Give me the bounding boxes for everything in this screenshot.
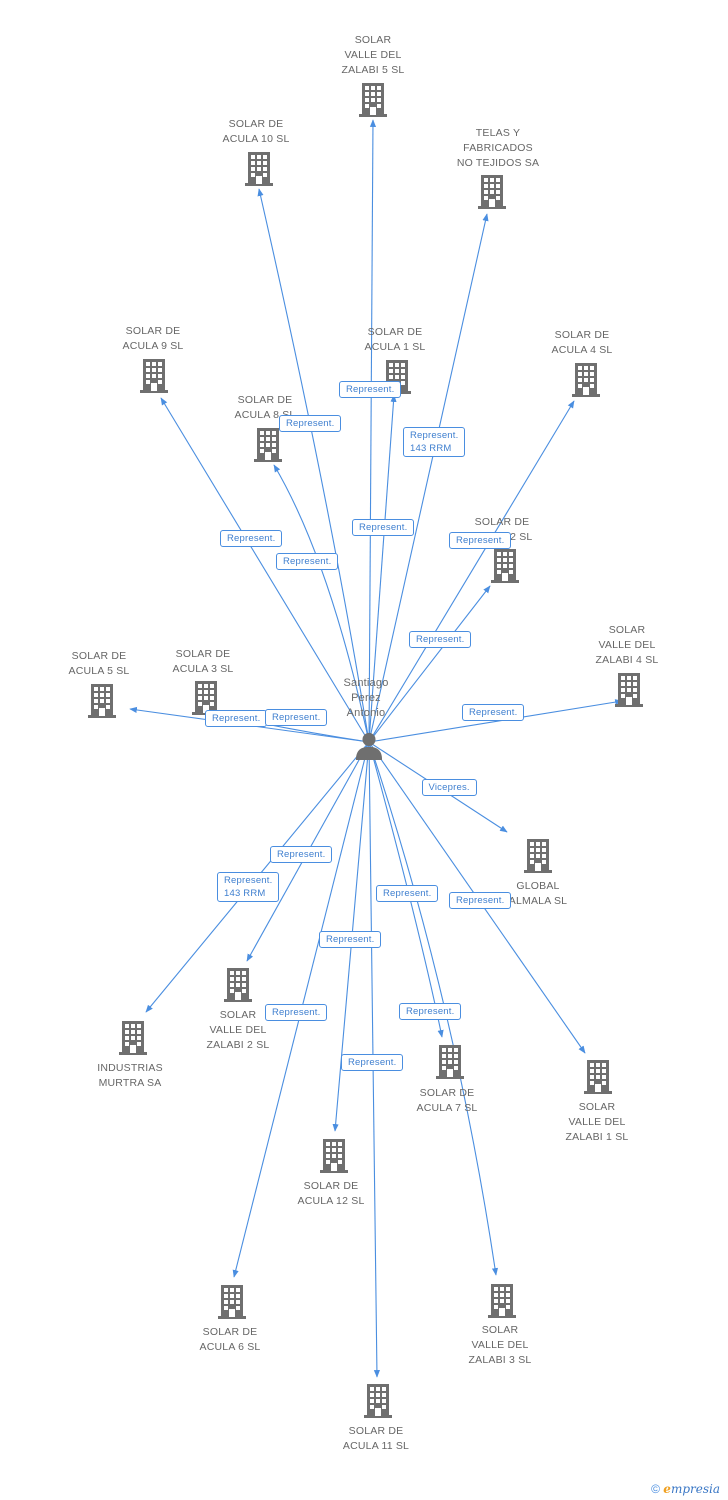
edge-label-solar-de-acula-3[interactable]: Represent.: [265, 708, 328, 726]
empresia-logo[interactable]: empresia: [663, 1482, 720, 1496]
edge-to-solar-de-acula-2: [368, 585, 491, 743]
edge-label-solar-valle-del-zalabi-5[interactable]: Represent.: [339, 380, 402, 398]
building-icon[interactable]: [488, 1284, 516, 1318]
building-icon[interactable]: [140, 359, 168, 393]
edge-label-solar-valle-del-zalabi-3[interactable]: Represent.: [376, 884, 439, 902]
edge-label-solar-valle-del-zalabi-2[interactable]: Represent.: [270, 845, 333, 863]
edge-label-global-alma[interactable]: Vicepres.: [421, 778, 477, 796]
building-icon[interactable]: [359, 83, 387, 117]
edge-label-solar-de-acula-1[interactable]: Represent.: [352, 518, 415, 536]
building-icon[interactable]: [119, 1021, 147, 1055]
edge-to-solar-valle-del-zalabi-5: [368, 119, 377, 743]
edge-label-solar-de-acula-7[interactable]: Represent.: [399, 1002, 462, 1020]
building-icon[interactable]: [436, 1045, 464, 1079]
edge-to-solar-de-acula-10: [257, 188, 370, 743]
building-icon[interactable]: [478, 175, 506, 209]
building-icon[interactable]: [224, 968, 252, 1002]
building-icon[interactable]: [572, 363, 600, 397]
edge-label-solar-de-acula-4[interactable]: Represent.: [449, 531, 512, 549]
building-icon[interactable]: [615, 673, 643, 707]
edge-to-solar-de-acula-8: [273, 464, 370, 743]
footer-credit: © empresia: [651, 1482, 720, 1496]
building-icon[interactable]: [88, 684, 116, 718]
edge-label-solar-de-acula-11[interactable]: Represent.: [341, 1053, 404, 1071]
copyright-symbol: ©: [651, 1482, 660, 1496]
building-icon[interactable]: [245, 152, 273, 186]
edge-label-solar-de-acula-6[interactable]: Represent.: [265, 1003, 328, 1021]
edge-to-solar-valle-del-zalabi-4: [368, 699, 623, 743]
edge-label-solar-valle-del-zalabi-1[interactable]: Represent.: [449, 891, 512, 909]
edge-to-solar-de-acula-9: [160, 397, 370, 743]
edge-label-industrias-murtra[interactable]: Represent.143 RRM: [217, 872, 280, 902]
nodes-layer: [88, 83, 643, 1418]
edge-to-solar-de-acula-1: [368, 394, 397, 743]
building-icon[interactable]: [584, 1060, 612, 1094]
building-icon[interactable]: [524, 839, 552, 873]
edge-label-solar-valle-del-zalabi-4[interactable]: Represent.: [462, 703, 525, 721]
edge-label-solar-de-acula-5[interactable]: Represent.: [205, 709, 268, 727]
edge-label-solar-de-acula-12[interactable]: Represent.: [319, 930, 382, 948]
building-icon[interactable]: [491, 549, 519, 583]
edge-to-solar-de-acula-4: [368, 400, 575, 743]
edge-label-solar-de-acula-8[interactable]: Represent.: [276, 552, 339, 570]
edge-to-telas-y-fabricados: [368, 213, 489, 743]
edge-label-solar-de-acula-2[interactable]: Represent.: [409, 630, 472, 648]
building-icon[interactable]: [254, 428, 282, 462]
building-icon[interactable]: [320, 1139, 348, 1173]
edge-label-solar-de-acula-10[interactable]: Represent.: [279, 414, 342, 432]
edge-label-solar-de-acula-9[interactable]: Represent.: [220, 529, 283, 547]
building-icon[interactable]: [364, 1384, 392, 1418]
building-icon[interactable]: [218, 1285, 246, 1319]
edge-label-telas-y-fabricados[interactable]: Represent.143 RRM: [403, 427, 466, 457]
